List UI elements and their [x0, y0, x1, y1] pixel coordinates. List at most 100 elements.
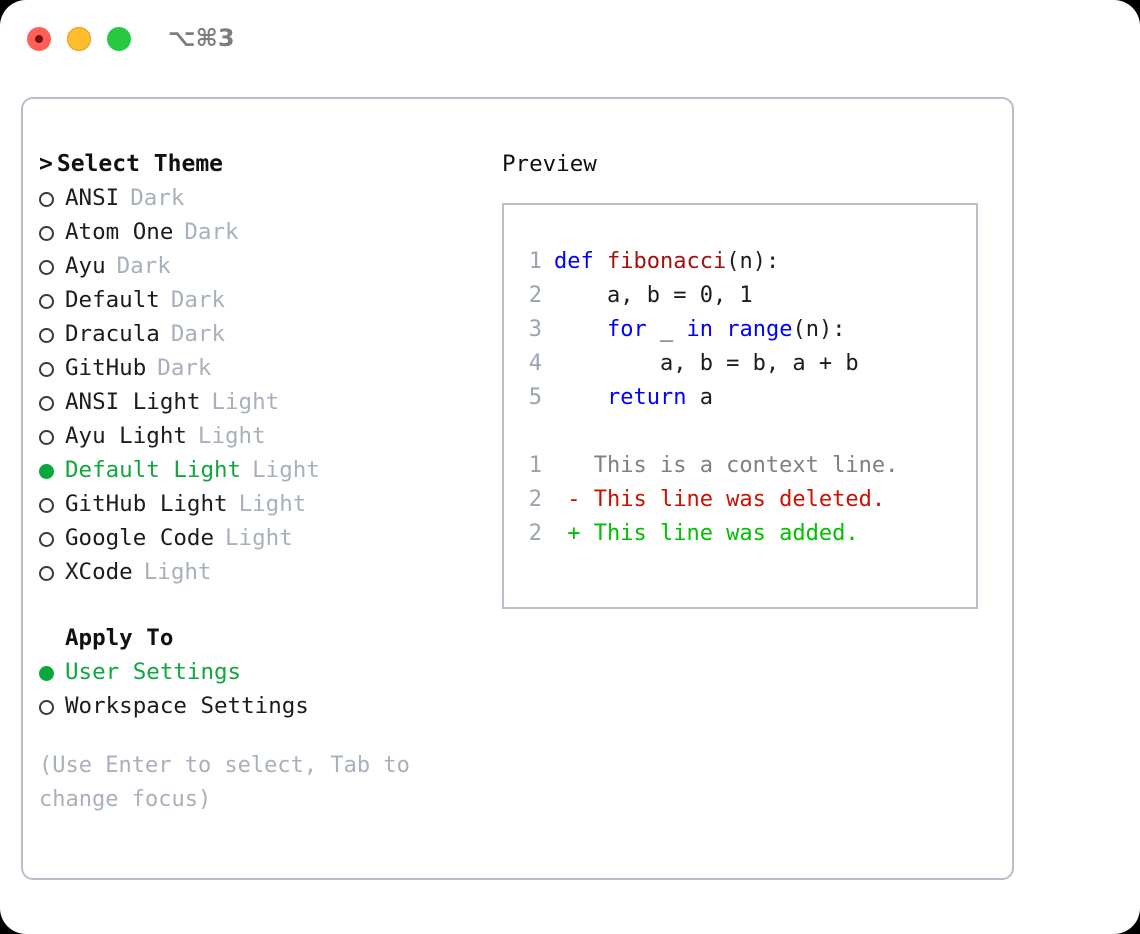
theme-item-label: XCode [65, 559, 133, 585]
radio-unselected-icon[interactable] [39, 260, 54, 275]
theme-list-item[interactable]: GitHub Dark [39, 351, 479, 385]
theme-item-label: GitHub [65, 355, 147, 381]
code-token: - This line was deleted. [554, 487, 886, 512]
code-token: range [726, 317, 793, 342]
code-token: def [554, 249, 607, 274]
code-token [713, 317, 726, 342]
minimize-button[interactable] [67, 27, 91, 51]
code-token [554, 317, 607, 342]
radio-unselected-icon[interactable] [39, 566, 54, 581]
code-token: _ [646, 317, 687, 342]
line-number: 5 [528, 385, 542, 410]
diff-line: 2 - This line was deleted. [520, 483, 898, 517]
theme-item-label: Ayu Light [65, 423, 187, 449]
code-line: 5 return a [520, 381, 898, 415]
diff-line: 1 This is a context line. [520, 449, 899, 483]
line-number: 2 [528, 487, 542, 512]
radio-selected-icon[interactable] [39, 666, 54, 681]
radio-unselected-icon[interactable] [39, 498, 54, 513]
close-button[interactable] [27, 27, 51, 51]
theme-item-variant: Dark [157, 355, 212, 381]
line-number: 3 [528, 317, 542, 342]
line-number: 2 [528, 283, 542, 308]
radio-unselected-icon[interactable] [39, 294, 54, 309]
theme-item-variant: Light [197, 423, 266, 449]
theme-item-label: Default Light [65, 457, 242, 483]
diff-line: 2 + This line was added. [520, 517, 898, 551]
code-token: return [606, 385, 687, 410]
line-number: 1 [528, 249, 542, 274]
radio-unselected-icon[interactable] [39, 532, 54, 547]
list-spacer [39, 589, 479, 621]
theme-item-label: ANSI Light [65, 389, 201, 415]
theme-item-label: ANSI [65, 185, 120, 211]
apply-to-item[interactable]: Workspace Settings [39, 689, 479, 723]
theme-item-variant: Light [225, 525, 293, 551]
apply-to-item-label: Workspace Settings [65, 693, 309, 719]
theme-item-variant: Dark [170, 287, 226, 313]
theme-list-item[interactable]: XCode Light [39, 555, 479, 589]
code-token: fibonacci [606, 249, 727, 274]
theme-item-label: GitHub Light [65, 491, 228, 517]
theme-list-item[interactable]: Default Dark [39, 283, 479, 317]
radio-unselected-icon[interactable] [39, 362, 54, 377]
code-token: (n): [726, 249, 780, 274]
keyboard-hint-text: (Use Enter to select, Tab to change focu… [39, 753, 410, 812]
title-bar: ⌥⌘3 [0, 0, 1140, 80]
theme-item-variant: Light [211, 389, 280, 415]
radio-unselected-icon[interactable] [39, 396, 54, 411]
theme-item-variant: Light [143, 559, 212, 585]
prompt-caret-icon: > [39, 151, 53, 177]
apply-to-header: Apply To [65, 625, 174, 651]
maximize-button[interactable] [107, 27, 131, 51]
code-token: a, b = b, a + b [554, 351, 859, 376]
code-token: in [686, 317, 713, 342]
close-icon [35, 35, 43, 43]
keyboard-shortcut-label: ⌥⌘3 [168, 24, 235, 52]
code-token: a, b = 0, 1 [554, 283, 753, 308]
radio-unselected-icon[interactable] [39, 430, 54, 445]
radio-unselected-icon[interactable] [39, 700, 54, 715]
theme-item-variant: Light [238, 491, 307, 517]
line-number: 4 [528, 351, 542, 376]
line-number: 2 [528, 521, 542, 546]
theme-list-item[interactable]: Ayu Light Light [39, 419, 479, 453]
theme-item-label: Default [65, 287, 160, 313]
code-token: a [686, 385, 713, 410]
preview-title: Preview [502, 151, 597, 177]
code-token: for [606, 317, 647, 342]
theme-item-label: Ayu [65, 253, 106, 279]
code-gap [520, 415, 898, 449]
theme-item-variant: Dark [184, 219, 239, 245]
theme-item-variant: Dark [130, 185, 185, 211]
theme-item-label: Dracula [65, 321, 160, 347]
code-token: + This line was added. [554, 521, 859, 546]
theme-list-item[interactable]: ANSI Light Light [39, 385, 479, 419]
code-token: (n): [792, 317, 846, 342]
theme-item-label: Atom One [65, 219, 174, 245]
theme-list-item[interactable]: Atom One Dark [39, 215, 479, 249]
apply-to-item[interactable]: User Settings [39, 655, 479, 689]
code-line: 4 a, b = b, a + b [520, 347, 898, 381]
radio-selected-icon[interactable] [39, 464, 54, 479]
theme-list-item[interactable]: ANSI Dark [39, 181, 479, 215]
theme-list-item[interactable]: GitHub Light Light [39, 487, 479, 521]
line-number: 1 [528, 453, 542, 478]
radio-unselected-icon[interactable] [39, 226, 54, 241]
code-line: 1 def fibonacci(n): [520, 245, 898, 279]
radio-unselected-icon[interactable] [39, 192, 54, 207]
radio-unselected-icon[interactable] [39, 328, 54, 343]
code-line: 2 a, b = 0, 1 [520, 279, 898, 313]
